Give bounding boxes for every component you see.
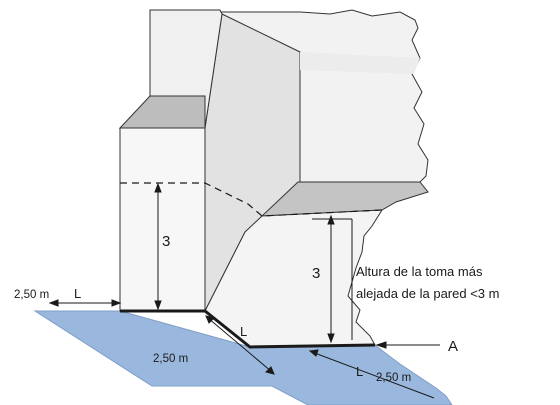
height-label-left: 3 (162, 233, 170, 250)
arrowhead (327, 333, 335, 344)
dist-arrow-right (311, 351, 435, 399)
arrowhead (265, 366, 275, 375)
l-label-left: L (74, 286, 81, 301)
tower-top (118, 95, 206, 129)
arrowhead (327, 214, 335, 225)
arrowhead (48, 299, 59, 307)
arrowhead (205, 315, 215, 324)
base-line (120, 309, 376, 349)
dist-label-right: 2,50 m (376, 372, 411, 384)
dist-label-center: 2,50 m (153, 353, 188, 365)
point-a-label: A (448, 338, 458, 355)
note-line-2: alejada de la pared <3 m (356, 286, 499, 301)
tower-front (119, 127, 206, 312)
dist-arrow-center (207, 317, 273, 373)
arrowhead (375, 341, 387, 349)
wall-structure (118, 9, 429, 348)
dimension-arrows (48, 182, 440, 399)
height-label-right: 3 (312, 265, 320, 282)
wall-top-band (300, 52, 420, 74)
arrowhead (111, 299, 122, 307)
arrowhead (154, 182, 162, 193)
arrowhead (154, 300, 162, 311)
l-label-center: L (240, 324, 247, 339)
note-line-1: Altura de la toma más (356, 264, 483, 279)
dist-label-left: 2,50 m (14, 289, 49, 301)
dashed-max-line (120, 182, 383, 217)
l-label-right: L (356, 364, 363, 379)
arrowhead (308, 349, 319, 357)
